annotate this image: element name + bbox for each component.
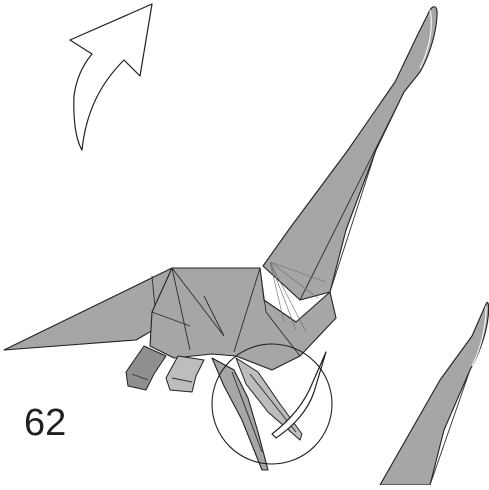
back-leg-right bbox=[166, 356, 204, 392]
dinosaur-model bbox=[4, 7, 437, 470]
step-number: 62 bbox=[24, 404, 66, 442]
turn-over-arrow-icon bbox=[70, 4, 152, 150]
next-view-neck bbox=[380, 302, 489, 485]
neck bbox=[263, 7, 437, 300]
back-leg-left bbox=[126, 346, 166, 390]
tail bbox=[4, 268, 172, 350]
